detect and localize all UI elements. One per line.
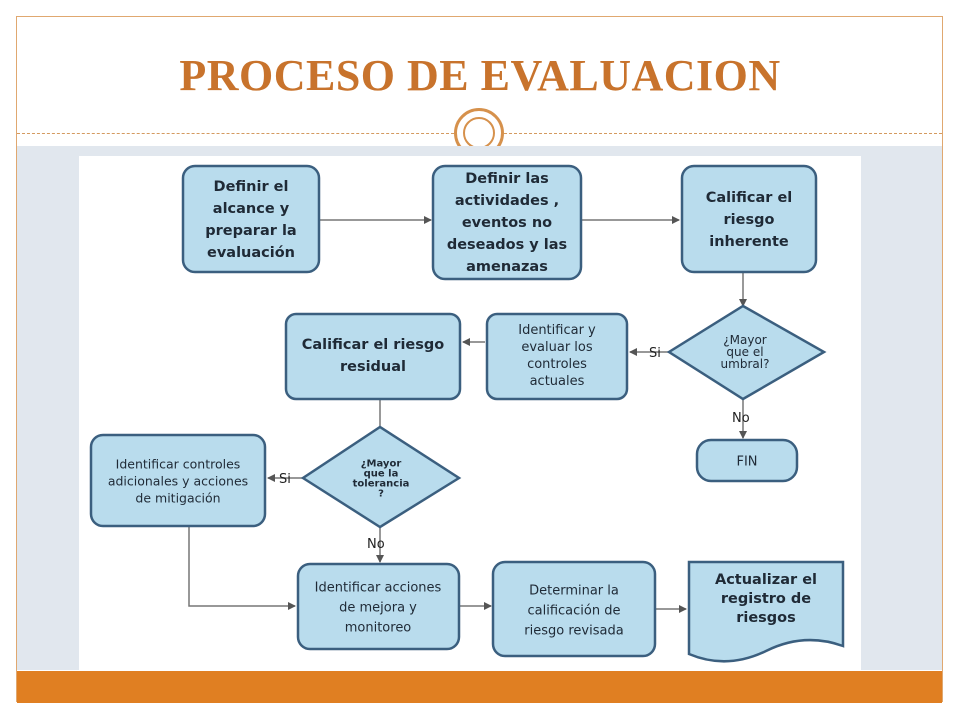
label-line: registro de xyxy=(721,591,811,607)
label-tolerancia-si: Si xyxy=(279,472,291,487)
flowchart-canvas: Si No Si No Definir el alcance y preparar … xyxy=(79,156,861,670)
label-fin: FIN xyxy=(736,455,757,470)
label-line: Calificar el xyxy=(706,190,793,206)
node-calificar-residual xyxy=(284,312,462,401)
label-line: de mitigación xyxy=(135,490,220,505)
node-labels: Definir el alcance y preparar la evaluación… xyxy=(108,171,817,638)
label-line: que el xyxy=(726,345,763,359)
label-line: actividades , xyxy=(455,193,559,209)
label-line: Calificar el riesgo xyxy=(302,337,445,353)
label-line: calificación de xyxy=(528,604,621,619)
label-line: evaluación xyxy=(207,245,295,261)
label-line: eventos no xyxy=(462,215,552,231)
flowchart-svg: Si No Si No Definir el alcance y preparar … xyxy=(89,164,845,663)
label-line: tolerancia xyxy=(353,479,410,490)
label-line: riesgo revisada xyxy=(524,624,623,639)
label-line: actuales xyxy=(530,374,585,389)
label-umbral-no: No xyxy=(732,411,750,426)
label-line: deseados y las xyxy=(447,237,567,253)
title-divider-left xyxy=(17,133,454,134)
label-line: Determinar la xyxy=(529,584,619,599)
label-line: alcance y xyxy=(213,201,290,217)
label-line: que la xyxy=(364,469,399,480)
label-calificar-residual: Calificar el riesgo residual xyxy=(302,337,445,375)
label-line: de mejora y xyxy=(339,601,417,616)
node-definir-actividades xyxy=(431,164,583,281)
edge-adicionales-mejora xyxy=(188,527,296,610)
node-acciones-mejora xyxy=(296,562,461,651)
node-calificar-inherente xyxy=(680,164,818,274)
label-line: FIN xyxy=(736,455,757,470)
bottom-accent-bar xyxy=(17,671,942,703)
label-line: residual xyxy=(340,359,406,375)
label-line: riesgo xyxy=(724,212,775,228)
node-actualizar-registro xyxy=(687,560,845,663)
label-line: controles xyxy=(527,357,587,372)
label-line: evaluar los xyxy=(521,340,593,355)
label-line: Definir las xyxy=(465,171,549,187)
label-definir-actividades: Definir las actividades , eventos no desead… xyxy=(447,171,567,275)
node-decision-tolerancia xyxy=(300,425,462,529)
label-line: ¿Mayor xyxy=(723,333,767,347)
label-tolerancia-no: No xyxy=(367,537,385,552)
label-line: inherente xyxy=(709,234,789,250)
label-calificar-inherente: Calificar el riesgo inherente xyxy=(706,190,793,250)
label-acciones-mejora: Identificar acciones de mejora y monitoreo xyxy=(315,581,442,636)
label-umbral-si: Si xyxy=(649,346,661,361)
label-line: Identificar acciones xyxy=(315,581,442,596)
label-line: Identificar y xyxy=(518,323,596,338)
label-line: adicionales y acciones xyxy=(108,473,248,488)
node-definir-alcance xyxy=(181,164,321,274)
label-calificacion-revisada: Determinar la calificación de riesgo revis… xyxy=(524,584,623,639)
label-line: amenazas xyxy=(466,259,548,275)
label-line: preparar la xyxy=(205,223,296,239)
node-decision-umbral xyxy=(666,304,827,401)
title-divider-right xyxy=(504,133,942,134)
slide-title: PROCESO DE EVALUACION xyxy=(179,51,781,100)
label-line: Identificar controles xyxy=(116,456,241,471)
label-line: ¿Mayor xyxy=(361,459,402,470)
label-line: Definir el xyxy=(214,179,289,195)
label-line: monitoreo xyxy=(345,621,412,636)
node-controles-adicionales xyxy=(89,433,267,528)
label-line: umbral? xyxy=(721,357,770,371)
label-definir-alcance: Definir el alcance y preparar la evaluación xyxy=(205,179,296,261)
label-actualizar-registro: Actualizar el registro de riesgos xyxy=(715,572,817,626)
label-line: riesgos xyxy=(736,610,796,626)
label-line: ? xyxy=(378,489,384,500)
label-controles-adicionales: Identificar controles adicionales y accio… xyxy=(108,456,248,505)
label-identificar-controles: Identificar y evaluar los controles actuale… xyxy=(518,323,596,389)
node-fin xyxy=(695,438,799,483)
label-line: Actualizar el xyxy=(715,572,817,588)
node-calificacion-revisada xyxy=(491,560,657,658)
node-identificar-controles xyxy=(485,312,629,401)
